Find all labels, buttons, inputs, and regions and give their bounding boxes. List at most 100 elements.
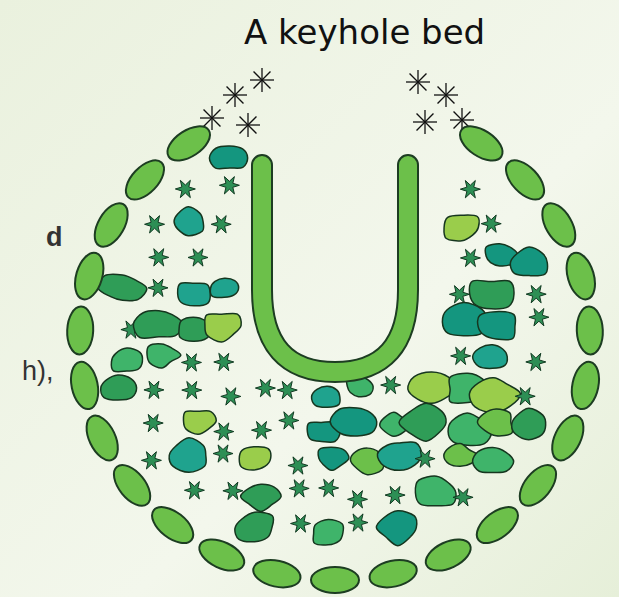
leafy-plant xyxy=(178,283,211,306)
leafy-plant xyxy=(312,386,341,407)
star-plant xyxy=(255,379,275,396)
star-plant xyxy=(182,381,202,398)
stone xyxy=(80,411,124,466)
cut-off-text: h), xyxy=(22,356,54,387)
leafy-plant xyxy=(111,348,142,372)
star-plant xyxy=(319,479,339,496)
stone xyxy=(367,556,419,592)
star-plant xyxy=(141,452,161,469)
star-plant xyxy=(529,309,549,326)
leafy-plant xyxy=(241,484,281,511)
stone xyxy=(562,249,600,302)
stone xyxy=(67,359,102,411)
star-plant xyxy=(415,450,435,467)
spiky-plant xyxy=(434,83,458,107)
leafy-plant xyxy=(477,409,512,436)
leafy-plant xyxy=(415,476,456,506)
star-plant xyxy=(211,216,231,233)
spiky-plant xyxy=(223,83,247,107)
leafy-plant xyxy=(183,411,216,435)
star-plant xyxy=(526,285,546,302)
stone xyxy=(119,154,171,207)
leafy-plant xyxy=(239,447,271,470)
stone xyxy=(546,411,590,466)
leafy-plant xyxy=(473,345,508,369)
plants xyxy=(98,68,549,546)
star-plant xyxy=(526,353,546,370)
leafy-plant xyxy=(377,442,421,471)
leafy-plant xyxy=(210,278,238,297)
star-plant xyxy=(219,177,239,194)
stone xyxy=(536,198,583,253)
leafy-plant xyxy=(209,146,247,169)
star-plant xyxy=(453,489,473,506)
stone xyxy=(470,500,524,550)
star-plant xyxy=(144,381,164,398)
spiky-plant xyxy=(413,110,437,134)
leafy-plant xyxy=(318,447,349,470)
star-plant xyxy=(481,215,501,232)
star-plant xyxy=(188,249,208,266)
title: A keyhole bed xyxy=(244,12,485,52)
stone xyxy=(162,119,216,167)
leafy-plant xyxy=(147,344,181,368)
stone xyxy=(311,567,359,593)
leafy-plant xyxy=(469,280,514,309)
star-plant xyxy=(252,422,272,439)
star-plant xyxy=(289,480,309,497)
star-plant xyxy=(348,491,368,508)
stone xyxy=(195,533,249,577)
stone xyxy=(499,154,551,207)
stone xyxy=(576,306,604,355)
leafy-plant xyxy=(330,407,377,436)
star-plant xyxy=(175,180,195,197)
star-plant xyxy=(277,381,297,398)
leafy-plant xyxy=(133,311,183,339)
star-plant xyxy=(181,354,201,371)
star-plant xyxy=(288,457,308,474)
star-plant xyxy=(184,482,204,499)
star-plant xyxy=(515,388,535,405)
star-plant xyxy=(279,412,299,429)
leafy-plant xyxy=(478,312,516,340)
leafy-plant xyxy=(444,215,479,241)
star-plant xyxy=(221,388,241,405)
leafy-plant xyxy=(510,247,547,276)
leafy-plant xyxy=(469,378,520,413)
star-plant xyxy=(214,423,234,440)
stone xyxy=(107,459,157,513)
leafy-plant xyxy=(512,408,546,440)
star-plant xyxy=(348,514,368,531)
star-plant xyxy=(149,249,169,266)
star-plant xyxy=(381,376,401,393)
star-plant xyxy=(214,353,234,370)
spiky-plant xyxy=(236,113,260,137)
star-plant xyxy=(460,181,480,198)
leafy-plant xyxy=(101,375,137,400)
star-plant xyxy=(385,486,405,503)
stone xyxy=(88,198,135,253)
leafy-plant xyxy=(313,519,343,545)
stone xyxy=(251,556,303,592)
star-plant xyxy=(213,445,233,462)
star-plant xyxy=(145,216,165,233)
cut-off-text: d xyxy=(46,222,63,253)
star-plant xyxy=(223,482,243,499)
star-plant xyxy=(148,279,168,296)
star-plant xyxy=(449,286,469,303)
stone xyxy=(568,359,603,411)
stone-ring xyxy=(66,119,604,593)
leafy-plant xyxy=(98,274,147,301)
spiky-plant xyxy=(406,70,430,94)
spiky-plant xyxy=(250,68,274,92)
stone xyxy=(66,306,94,355)
keyhole-path xyxy=(262,165,408,372)
leafy-plant xyxy=(205,313,242,342)
star-plant xyxy=(143,414,163,431)
stone xyxy=(146,500,200,550)
leafy-plant xyxy=(235,512,274,542)
leafy-plant xyxy=(174,207,204,236)
star-plant xyxy=(460,249,480,266)
stone xyxy=(70,249,108,302)
